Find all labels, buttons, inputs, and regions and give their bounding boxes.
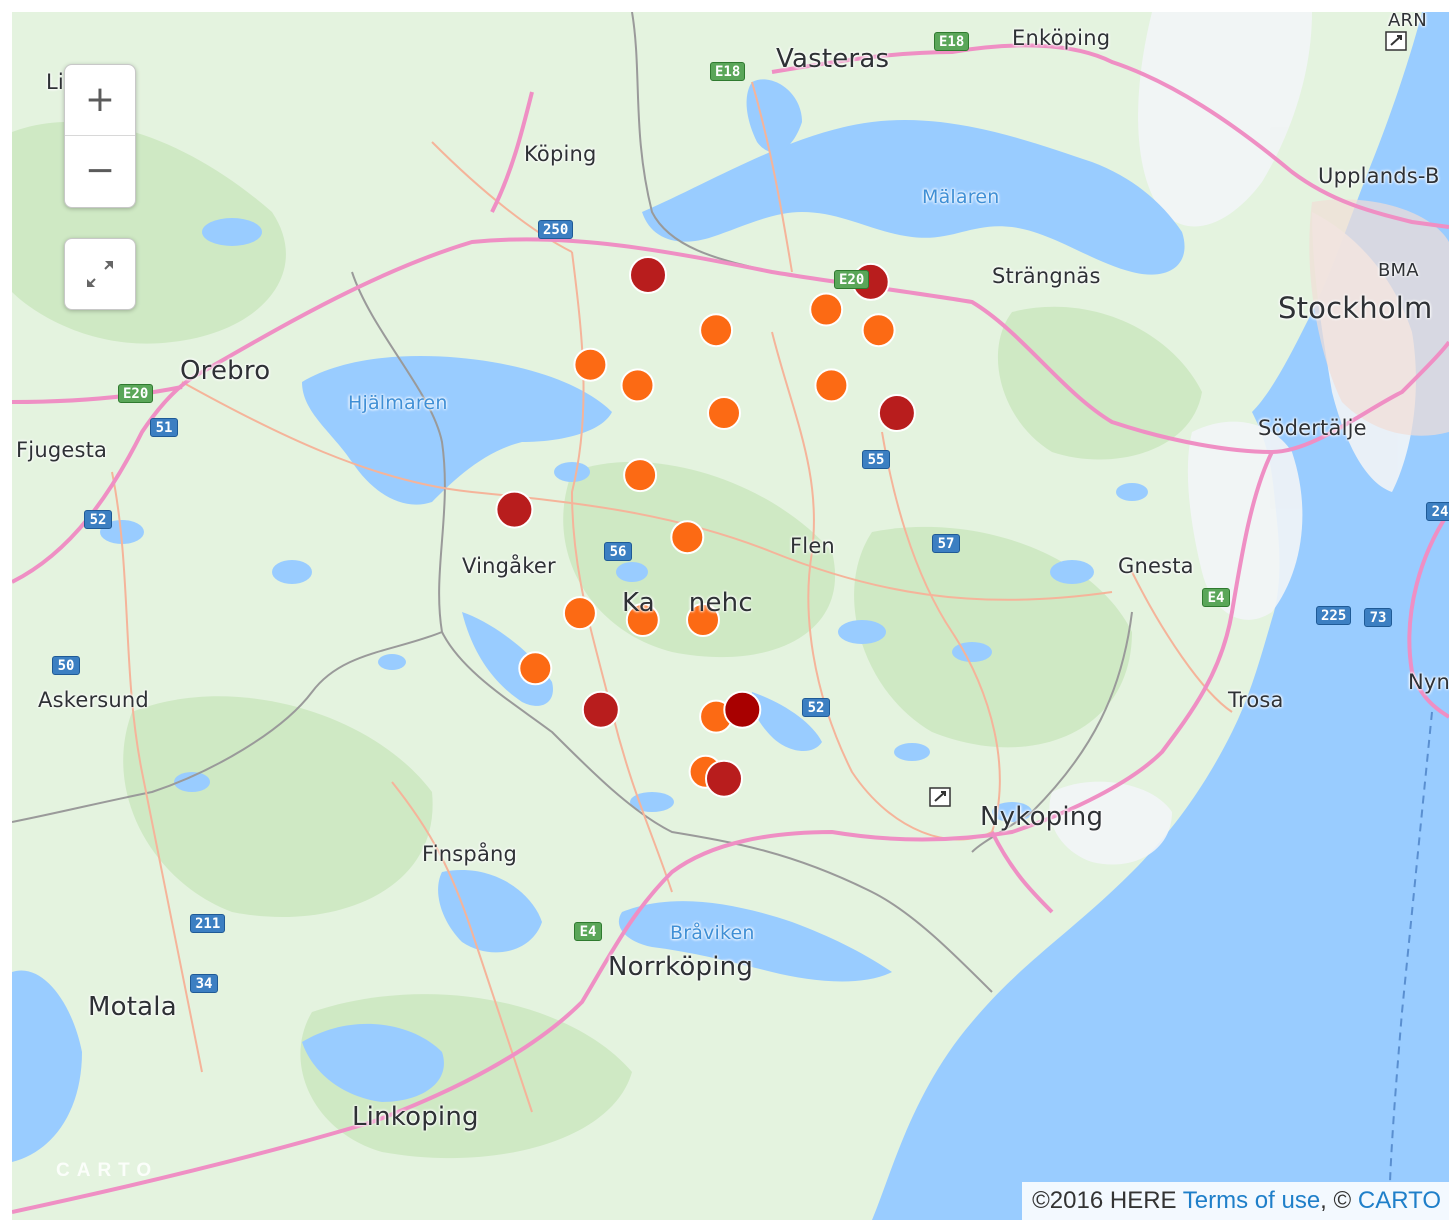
marker-layer	[495, 256, 916, 798]
road-shield: 34	[190, 974, 218, 993]
road-shield: E20	[118, 384, 154, 403]
road-shield: 57	[932, 534, 960, 553]
road-shield: E4	[574, 922, 602, 941]
place-label-enkoping: Enköping	[1012, 26, 1111, 50]
place-label-gnesta: Gnesta	[1118, 554, 1194, 578]
place-label-vasteras: Vasteras	[776, 44, 890, 74]
place-label-linkoping: Linkoping	[352, 1102, 479, 1132]
data-marker-medium[interactable]	[620, 368, 655, 403]
place-label-arn: ARN	[1388, 12, 1427, 31]
place-label-strangnas: Strängnäs	[992, 264, 1101, 288]
lake-hjalmaren	[302, 356, 612, 505]
place-label-stockholm: Stockholm	[1278, 291, 1433, 325]
place-label-koping: Köping	[524, 142, 597, 166]
data-marker-high[interactable]	[495, 490, 534, 529]
data-marker-medium[interactable]	[573, 347, 608, 382]
attribution-separator: , ©	[1320, 1187, 1358, 1214]
data-marker-medium[interactable]	[699, 313, 734, 348]
data-marker-medium[interactable]	[861, 313, 896, 348]
water-label-braviken: Bråviken	[670, 922, 755, 944]
airport-icon	[1385, 31, 1407, 51]
lake-malaren	[642, 120, 1185, 275]
zoom-in-button[interactable]: +	[84, 79, 116, 120]
data-marker-medium[interactable]	[625, 603, 660, 637]
bay-braviken	[618, 901, 892, 982]
road-shield: 225	[1316, 606, 1352, 625]
road-shield: 56	[604, 542, 632, 561]
data-marker-medium[interactable]	[707, 396, 741, 430]
water-label-malaren: Mälaren	[922, 186, 1000, 208]
road-shield: E20	[834, 270, 870, 289]
data-marker-medium[interactable]	[562, 596, 597, 631]
place-label-finspang: Finspång	[422, 842, 518, 866]
road-shield: 52	[84, 510, 112, 529]
road-shield: 211	[190, 914, 226, 933]
terms-of-use-link[interactable]: Terms of use	[1182, 1187, 1321, 1214]
urban-stockholm	[1309, 199, 1449, 436]
data-marker-medium[interactable]	[809, 292, 844, 327]
road-shield: 250	[538, 220, 574, 239]
place-label-orebro: Orebro	[180, 356, 271, 386]
place-label-fjugesta: Fjugesta	[16, 438, 108, 462]
data-marker-high[interactable]	[629, 256, 667, 294]
data-marker-high[interactable]	[877, 394, 916, 432]
fullscreen-button[interactable]	[64, 238, 136, 310]
place-label-upplands: Upplands-B	[1318, 164, 1440, 188]
road-shield: E18	[934, 32, 970, 51]
place-label-norrkoping: Norrköping	[608, 952, 754, 982]
road-shield: 55	[862, 450, 890, 469]
motorways	[12, 43, 1449, 1214]
place-label-katrineholm: Ka nehc	[622, 588, 770, 618]
data-marker-high[interactable]	[581, 690, 620, 729]
road-shield: 50	[52, 656, 80, 675]
place-label-askersund: Askersund	[38, 688, 149, 712]
road-shield: 73	[1364, 608, 1392, 627]
place-label-trosa: Trosa	[1228, 688, 1284, 712]
zoom-out-button[interactable]: −	[84, 150, 116, 191]
data-marker-medium[interactable]	[670, 520, 705, 555]
place-label-nykoping: Nykoping	[980, 802, 1104, 832]
lake-vattern	[12, 970, 82, 1162]
baltic-sea	[872, 12, 1449, 1220]
county-borders	[12, 12, 1133, 993]
place-label-sodertalje: Södertälje	[1258, 416, 1367, 440]
data-marker-high[interactable]	[705, 759, 743, 798]
map-canvas[interactable]: Vasteras Enköping Köping Li erg. Uppland…	[12, 12, 1449, 1220]
road-shield: E18	[710, 62, 746, 81]
primary-roads	[111, 81, 1233, 1113]
place-label-nyn: Nyn	[1408, 670, 1449, 694]
attribution-text: ©2016 HERE	[1032, 1187, 1183, 1214]
place-label-motala: Motala	[88, 992, 177, 1022]
road-shield: 51	[150, 418, 178, 437]
data-marker-medium[interactable]	[623, 458, 658, 493]
road-shield: 24	[1426, 502, 1449, 521]
place-label-vingaker: Vingåker	[462, 554, 556, 578]
place-label-flen: Flen	[790, 534, 835, 558]
carto-logo: CARTO	[56, 1160, 159, 1181]
data-marker-medium[interactable]	[814, 368, 849, 403]
place-label-bma: BMA	[1378, 260, 1419, 281]
attribution: ©2016 HERE Terms of use, © CARTO	[1022, 1182, 1449, 1220]
data-marker-highest[interactable]	[723, 690, 762, 729]
road-shield: 52	[802, 698, 830, 717]
road-shield: E4	[1202, 588, 1230, 607]
ferry-route	[1389, 711, 1433, 1183]
zoom-control: + −	[64, 64, 136, 208]
data-marker-medium[interactable]	[686, 603, 720, 637]
fullscreen-icon	[87, 261, 113, 287]
basemap	[12, 12, 1449, 1220]
zoom-divider	[65, 135, 135, 136]
airport-icon	[929, 787, 951, 807]
carto-link[interactable]: CARTO	[1357, 1187, 1441, 1214]
water-label-hjalmaren: Hjälmaren	[348, 392, 448, 414]
data-marker-medium[interactable]	[518, 651, 553, 686]
